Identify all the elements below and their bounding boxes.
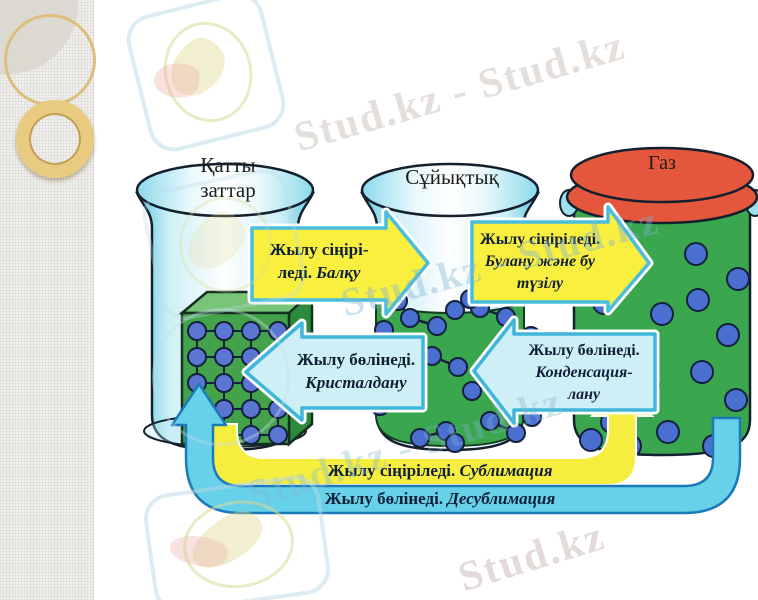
crystallization-label: Жылу бөлінеді. Кристалдану (296, 350, 416, 392)
template-sidebar (0, 0, 96, 600)
condensation-arrow (472, 318, 657, 425)
beaker-liquid-label: Сұйықтық (405, 165, 499, 189)
evaporation-label: Жылу сіңіріледі. Булану және бу түзілу (479, 231, 601, 292)
desublimation-band (170, 382, 742, 515)
melting-arrow (250, 210, 430, 316)
melting-label: Жылу сіңірі- леді. Балқу (269, 240, 369, 282)
desublimation-label: Жылу бөлінеді. Десублимация (324, 489, 556, 508)
evaporation-arrow (470, 205, 651, 313)
sublimation-label: Жылу сіңіріледі. Сублимация (327, 461, 553, 480)
condensation-label: Жылу бөлінеді. Конденсация- лану (528, 342, 640, 403)
crystallization-arrow (244, 321, 425, 422)
gas-lid-top (569, 146, 755, 204)
beaker-gas-label: Газ (648, 152, 676, 174)
beaker-solid-label: Қатты заттар (200, 153, 256, 202)
